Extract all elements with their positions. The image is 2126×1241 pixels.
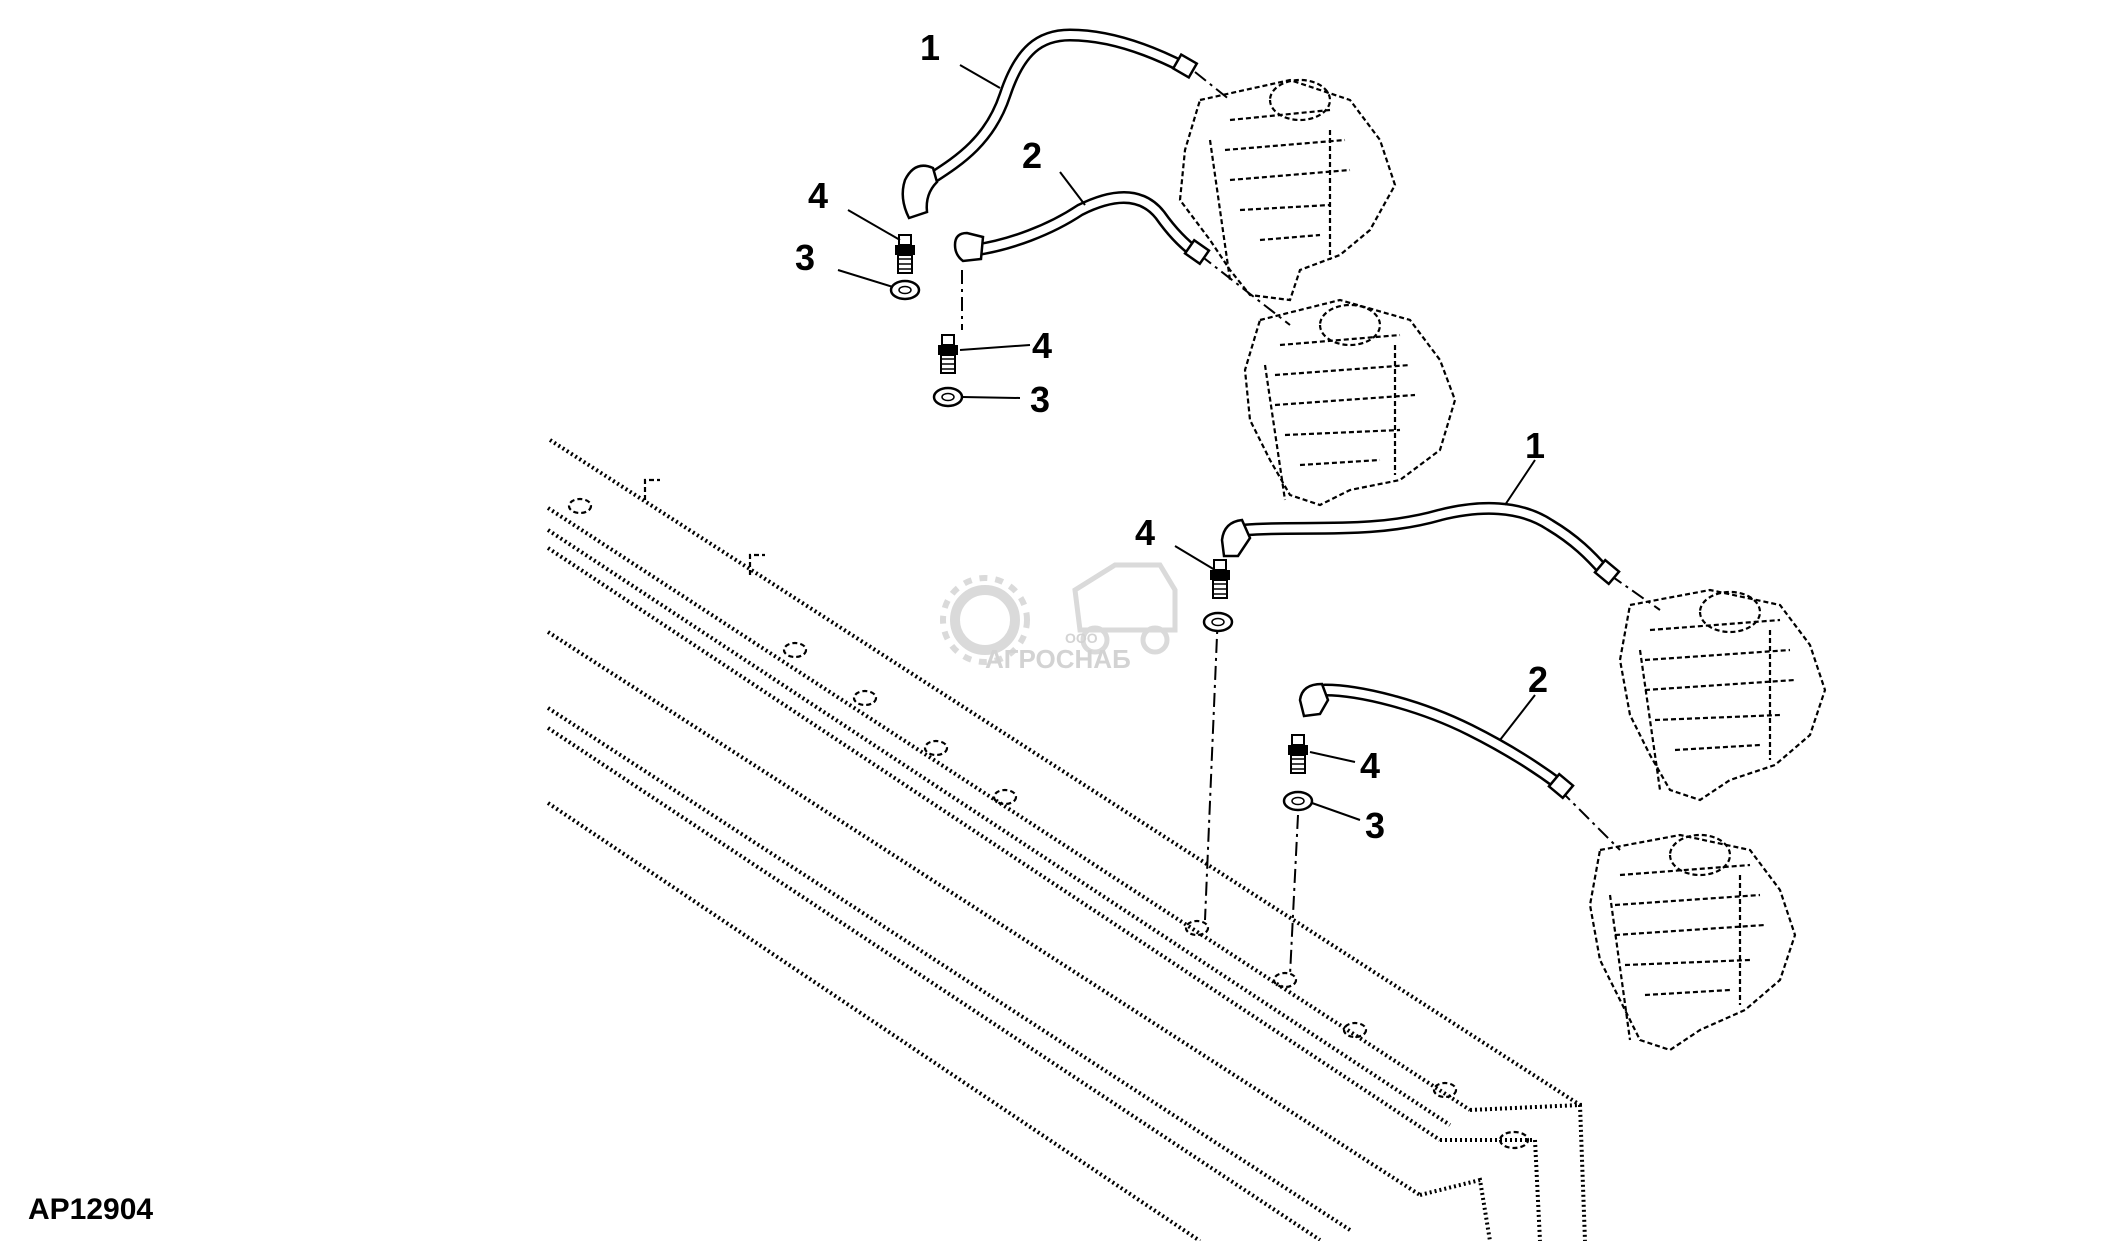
hose-1-upper-end-fitting (1171, 52, 1199, 80)
watermark-brand-text: АГРОСНАБ (985, 644, 1131, 674)
fitting-4-upper-right (938, 334, 958, 374)
fitting-alignment-lines (961, 270, 1299, 976)
callout-3-upper-right: 3 (1030, 379, 1050, 420)
watermark-small-text: ООО (1065, 630, 1098, 646)
fitting-4-lower-right (1288, 734, 1308, 774)
hose-1-upper (901, 28, 1199, 220)
callout-4-upper-right: 4 (1032, 325, 1052, 366)
callout-3-upper-left: 3 (795, 237, 815, 278)
hose-1-upper-elbow (901, 164, 939, 220)
callout-4-lower-right: 4 (1360, 745, 1380, 786)
hose-2-upper-end-fitting (1183, 238, 1211, 266)
watermark-gear-icon (940, 575, 1030, 665)
callout-3-lower-right: 3 (1365, 805, 1385, 846)
watermark: ООО АГРОСНАБ (940, 562, 1178, 674)
washer-3-lower-left (1202, 611, 1234, 633)
hose-2-upper-elbow (953, 231, 985, 263)
callout-2-upper: 2 (1022, 135, 1042, 176)
callouts: 1 2 4 3 4 3 1 4 2 4 3 (795, 27, 1548, 846)
motor-ghost-4 (1588, 833, 1797, 1052)
washer-3-lower-right (1282, 790, 1314, 812)
callout-1-upper: 1 (920, 27, 940, 68)
hose-2-lower-elbow (1298, 682, 1330, 718)
washer-3-upper-left (889, 279, 921, 301)
watermark-harvester-icon (1072, 562, 1178, 655)
hose-2-lower (1298, 682, 1575, 800)
hose-1-lower-elbow (1220, 518, 1252, 558)
callout-1-lower: 1 (1525, 425, 1545, 466)
frame-rail (546, 438, 1587, 1241)
motor-ghost-1 (1178, 78, 1397, 302)
callout-2-lower: 2 (1528, 659, 1548, 700)
motor-ghost-3 (1618, 588, 1827, 802)
motor-ghost-2 (1243, 298, 1457, 507)
callout-4-upper-left: 4 (808, 175, 828, 216)
figure-id-label: AP12904 (28, 1193, 153, 1226)
hose-motor-alignment-lines (1194, 71, 1661, 851)
fitting-4-upper-left (895, 234, 915, 274)
hose-1-lower (1220, 502, 1621, 586)
hose-2-upper (953, 191, 1211, 266)
leader-lines (837, 64, 1536, 821)
hose-2-lower-end-fitting (1547, 772, 1575, 800)
callout-4-lower-left: 4 (1135, 512, 1155, 553)
hose-1-lower-end-fitting (1593, 558, 1621, 586)
washer-3-upper-right (932, 386, 964, 408)
fitting-4-lower-left (1210, 559, 1230, 599)
